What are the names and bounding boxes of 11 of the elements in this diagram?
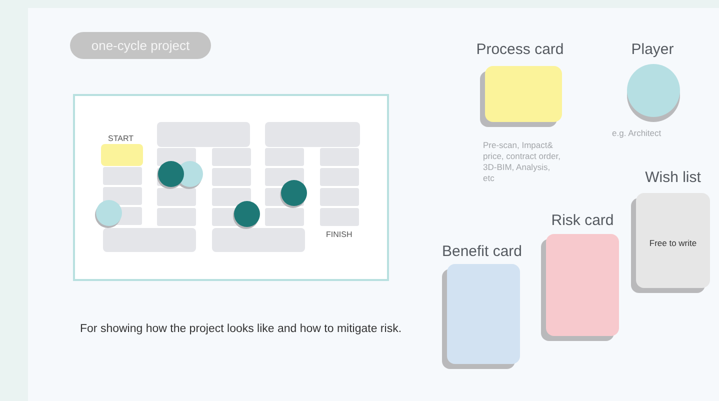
card-heading: Benefit card <box>440 243 524 260</box>
card-note: Pre-scan, Impact& price, contract order, 3D-BIM, Analysis, etc <box>483 140 562 184</box>
start-label: START <box>108 134 134 143</box>
card-heading: Process card <box>475 41 565 58</box>
card-heading: Player <box>630 41 675 58</box>
player-note: e.g. Architect <box>612 128 662 139</box>
card-text: Free to write <box>648 238 698 248</box>
card-heading: Risk card <box>550 212 615 229</box>
card-heading: Wish list <box>644 169 702 186</box>
finish-label: FINISH <box>326 230 352 239</box>
description-text: For showing how the project looks like and how to mitigate risk. <box>80 322 403 337</box>
